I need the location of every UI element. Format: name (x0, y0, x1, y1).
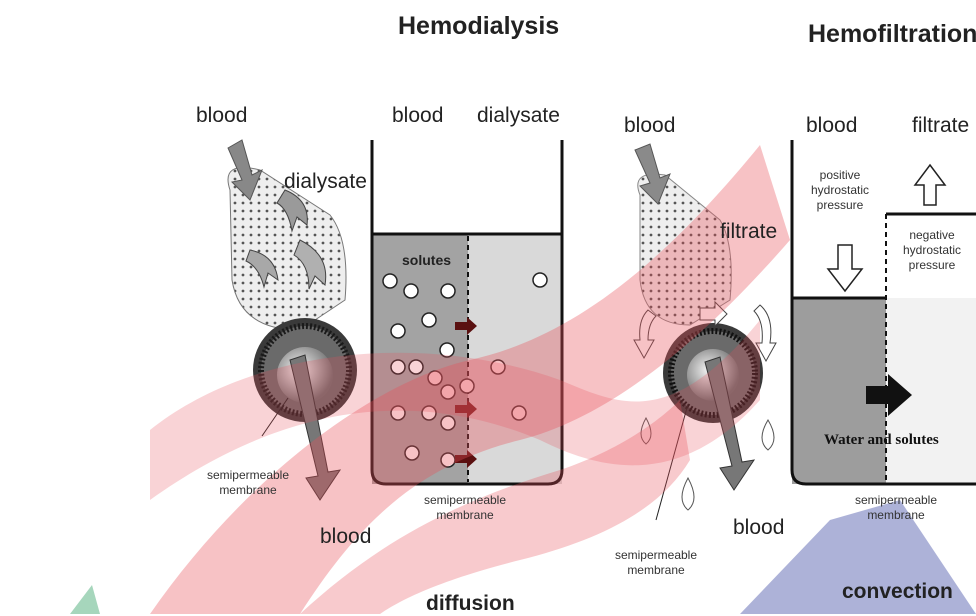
hf-blood-in-label: blood (624, 114, 675, 138)
negative-pressure-l1: negative (890, 228, 974, 243)
hf-tank-filtrate-label: filtrate (912, 114, 969, 138)
hf-tank-membrane-line2: membrane (836, 508, 956, 523)
hd-dialysate-label: dialysate (284, 170, 367, 194)
hd-tank-dialysate-label: dialysate (477, 104, 560, 128)
hf-filtrate-label: filtrate (720, 220, 777, 244)
hemofiltration-title: Hemofiltration (808, 20, 976, 49)
hd-membrane-label-line1: semipermeable (198, 468, 298, 483)
negative-pressure-l2: hydrostatic (890, 243, 974, 258)
water-and-solutes-label: Water and solutes (824, 432, 939, 449)
positive-pressure-arrow (828, 245, 862, 291)
convection-caption: convection (842, 580, 953, 604)
hf-blood-out-label: blood (733, 516, 784, 540)
hd-blood-out-label: blood (320, 525, 371, 549)
hf-membrane-label-line1: semipermeable (606, 548, 706, 563)
positive-pressure-l1: positive (796, 168, 884, 183)
hf-membrane-label-line2: membrane (606, 563, 706, 578)
hf-tank-membrane-line1: semipermeable (836, 493, 956, 508)
hd-membrane-label-line2: membrane (198, 483, 298, 498)
hd-tank-membrane-line1: semipermeable (405, 493, 525, 508)
hd-tank-membrane-label: semipermeable membrane (405, 493, 525, 523)
positive-pressure-l2: hydrostatic (796, 183, 884, 198)
hf-tank-blood-label: blood (806, 114, 857, 138)
hf-tank-membrane-label: semipermeable membrane (836, 493, 956, 523)
hd-tank-blood-label: blood (392, 104, 443, 128)
solutes-label: solutes (402, 252, 451, 268)
filtrate-up-arrow (915, 165, 945, 205)
diffusion-caption: diffusion (426, 592, 515, 616)
hd-blood-in-label: blood (196, 104, 247, 128)
hd-tank-membrane-line2: membrane (405, 508, 525, 523)
hemodialysis-title: Hemodialysis (398, 12, 559, 41)
negative-pressure-label: negative hydrostatic pressure (890, 228, 974, 273)
hf-membrane-label: semipermeable membrane (606, 548, 706, 578)
hd-membrane-label: semipermeable membrane (198, 468, 298, 498)
positive-pressure-l3: pressure (796, 198, 884, 213)
negative-pressure-l3: pressure (890, 258, 974, 273)
positive-pressure-label: positive hydrostatic pressure (796, 168, 884, 213)
